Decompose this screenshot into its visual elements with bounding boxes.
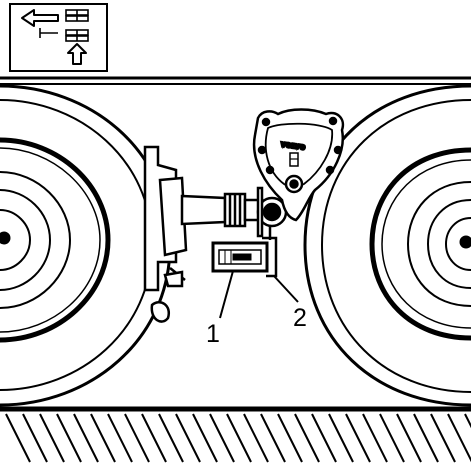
ground-hatch-line xyxy=(22,413,48,463)
ground-hatch-line xyxy=(175,413,201,463)
differential-housing: VOLVO xyxy=(252,108,345,222)
ground-hatch-line xyxy=(464,413,471,429)
ground-hatch-line xyxy=(294,413,320,463)
axle-housing xyxy=(143,145,188,323)
ground-hatch-line xyxy=(90,413,116,463)
ground-hatch-line xyxy=(107,413,133,463)
ground-hatch-line xyxy=(328,413,354,463)
leader-lines xyxy=(219,270,299,319)
sensor-bracket xyxy=(262,226,278,278)
axle-layout-icon xyxy=(39,9,89,42)
right-wheel xyxy=(303,84,471,407)
speed-sensor xyxy=(211,241,269,273)
ground-hatch-line xyxy=(158,413,184,463)
ground-hatch-line xyxy=(124,413,150,463)
ground-hatch-line xyxy=(56,413,82,463)
callout-1-label: 1 xyxy=(206,320,220,348)
ground-hatch-line xyxy=(311,413,337,463)
ground-hatch-line xyxy=(362,413,388,463)
arrow-left-icon xyxy=(21,9,59,27)
ground-hatch-line xyxy=(413,413,439,463)
ground-hatch-line xyxy=(73,413,99,463)
orientation-inset xyxy=(9,3,108,72)
ground-hatch-line xyxy=(39,413,65,463)
ground-hatch-line xyxy=(209,413,235,463)
chassis-frame xyxy=(0,76,471,85)
pinion-flange xyxy=(256,186,288,238)
ground-hatch-line xyxy=(430,413,456,463)
ground-hatch-line xyxy=(243,413,269,463)
arrow-up-icon xyxy=(67,43,87,65)
ground-hatch-line xyxy=(277,413,303,463)
ground-hatch-line xyxy=(396,413,422,463)
ground-hatch-line xyxy=(447,413,471,463)
ground-hatch-line xyxy=(379,413,405,463)
ground-hatch-line xyxy=(260,413,286,463)
ground-hatch-line xyxy=(141,413,167,463)
ground-hatch-line xyxy=(345,413,371,463)
ground-hatch-line xyxy=(5,413,31,463)
ground-hatch-line xyxy=(192,413,218,463)
ground xyxy=(0,406,471,463)
ground-hatch-line xyxy=(226,413,252,463)
drive-shaft xyxy=(180,192,264,228)
callout-2-label: 2 xyxy=(293,304,307,332)
